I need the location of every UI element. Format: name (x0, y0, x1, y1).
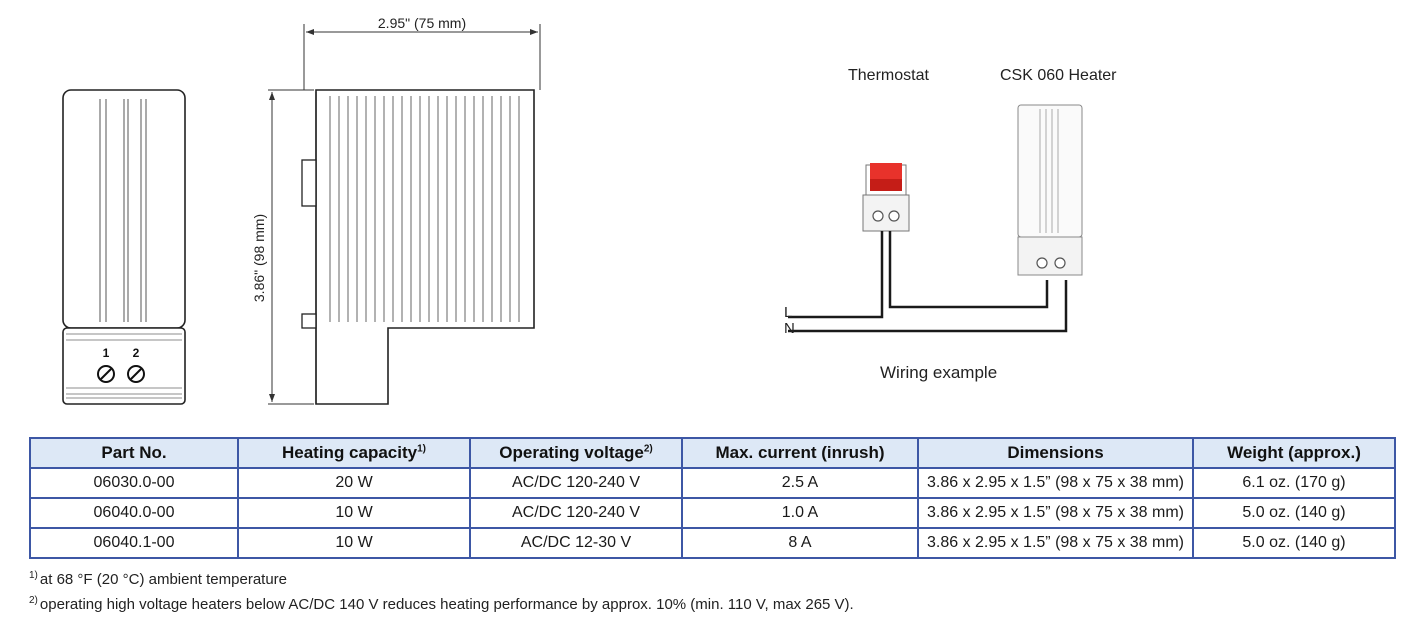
cell-part-no: 06030.0-00 (29, 467, 239, 499)
screw-terminal-icon (127, 365, 145, 383)
cell-weight: 5.0 oz. (140 g) (1192, 527, 1396, 559)
cell-part-no: 06040.1-00 (29, 527, 239, 559)
cell-max-current: 2.5 A (681, 467, 919, 499)
width-dimension-label: 2.95" (75 mm) (378, 15, 466, 31)
footnote-2: 2)operating high voltage heaters below A… (29, 595, 854, 613)
wiring-lines (788, 231, 1068, 333)
cell-part-no: 06040.0-00 (29, 497, 239, 529)
table-row: 06040.1-00 10 W AC/DC 12-30 V 8 A 3.86 x… (29, 527, 1396, 559)
cell-dimensions: 3.86 x 2.95 x 1.5” (98 x 75 x 38 mm) (917, 467, 1194, 499)
screw-terminal-icon (97, 365, 115, 383)
header-heating-capacity: Heating capacity1) (237, 437, 471, 469)
cell-dimensions: 3.86 x 2.95 x 1.5” (98 x 75 x 38 mm) (917, 527, 1194, 559)
csk-heater-device (1017, 104, 1083, 276)
footnote-1: 1)at 68 °F (20 °C) ambient temperature (29, 570, 288, 588)
wiring-diagram (788, 104, 1083, 333)
cell-max-current: 1.0 A (681, 497, 919, 529)
cell-weight: 5.0 oz. (140 g) (1192, 497, 1396, 529)
cell-operating-voltage: AC/DC 120-240 V (469, 467, 683, 499)
header-part-no: Part No. (29, 437, 239, 469)
thermostat-label: Thermostat (848, 67, 929, 84)
cell-weight: 6.1 oz. (170 g) (1192, 467, 1396, 499)
cell-dimensions: 3.86 x 2.95 x 1.5” (98 x 75 x 38 mm) (917, 497, 1194, 529)
header-max-current: Max. current (inrush) (681, 437, 919, 469)
cell-max-current: 8 A (681, 527, 919, 559)
heater-label: CSK 060 Heater (1000, 67, 1117, 84)
line-L-label: L (784, 304, 793, 321)
table-header-row: Part No. Heating capacity1) Operating vo… (29, 437, 1396, 469)
spec-table: Part No. Heating capacity1) Operating vo… (29, 437, 1396, 559)
cell-heating-capacity: 20 W (237, 467, 471, 499)
header-weight: Weight (approx.) (1192, 437, 1396, 469)
height-dimension-label: 3.86" (98 mm) (251, 214, 267, 302)
cell-heating-capacity: 10 W (237, 497, 471, 529)
terminal-1-label: 1 (103, 346, 110, 360)
wiring-caption: Wiring example (880, 363, 998, 382)
thermostat-device (862, 163, 910, 232)
cell-heating-capacity: 10 W (237, 527, 471, 559)
header-operating-voltage: Operating voltage2) (469, 437, 683, 469)
table-row: 06040.0-00 10 W AC/DC 120-240 V 1.0 A 3.… (29, 497, 1396, 529)
table-row: 06030.0-00 20 W AC/DC 120-240 V 2.5 A 3.… (29, 467, 1396, 499)
heater-side-view: 2.95" (75 mm) 3.86" (98 mm) (251, 15, 541, 405)
header-dimensions: Dimensions (917, 437, 1194, 469)
cell-operating-voltage: AC/DC 12-30 V (469, 527, 683, 559)
heater-front-view: 1 2 (62, 89, 186, 405)
terminal-2-label: 2 (133, 346, 140, 360)
line-N-label: N (784, 320, 795, 337)
heater-dimension-drawing: 1 2 2.95" (75 mm) 3.86" (98 mm) (62, 15, 541, 405)
cell-operating-voltage: AC/DC 120-240 V (469, 497, 683, 529)
